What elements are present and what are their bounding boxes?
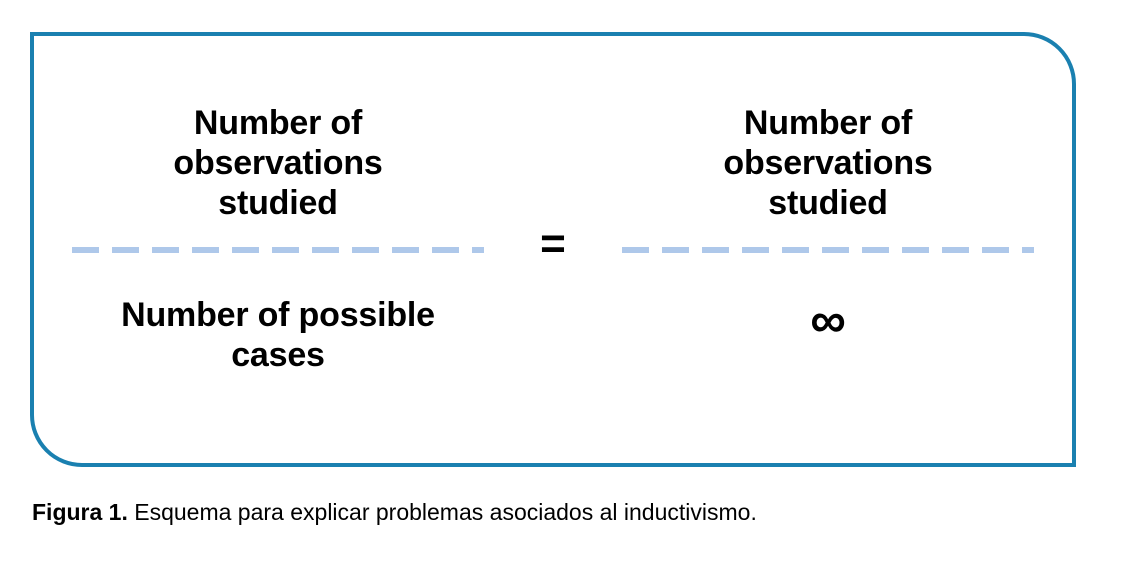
left-fraction-dashed-rule xyxy=(72,246,484,253)
right-numerator-line-1: Number of xyxy=(743,103,913,142)
figure-caption-label: Figura 1. xyxy=(32,499,128,525)
left-numerator-line-3: studied xyxy=(218,183,338,222)
equals-sign: = xyxy=(540,218,566,268)
left-fraction-numerator: Number of observations studied xyxy=(173,99,382,231)
figure-caption-text: Esquema para explicar problemas asociado… xyxy=(127,499,757,525)
left-fraction: Number of observations studied Number of… xyxy=(43,99,513,401)
figure-caption: Figura 1. Esquema para explicar problema… xyxy=(32,498,1102,527)
left-denominator-line-2: cases xyxy=(231,335,325,374)
right-fraction-numerator: Number of observations studied xyxy=(723,99,932,231)
right-fraction-dashed-rule xyxy=(622,246,1034,253)
left-numerator-line-2: observations xyxy=(173,143,383,182)
infinity-symbol: ∞ xyxy=(810,291,846,348)
equals-operator-wrap: = xyxy=(513,221,593,272)
equation-container: Number of observations studied Number of… xyxy=(30,32,1076,467)
right-numerator-line-3: studied xyxy=(768,183,888,222)
left-numerator-line-1: Number of xyxy=(193,103,363,142)
right-fraction: Number of observations studied ∞ xyxy=(593,99,1063,401)
right-numerator-line-2: observations xyxy=(723,143,933,182)
right-fraction-denominator: ∞ xyxy=(810,269,846,401)
left-fraction-denominator: Number of possible cases xyxy=(121,269,435,401)
left-denominator-line-1: Number of possible xyxy=(121,295,435,334)
